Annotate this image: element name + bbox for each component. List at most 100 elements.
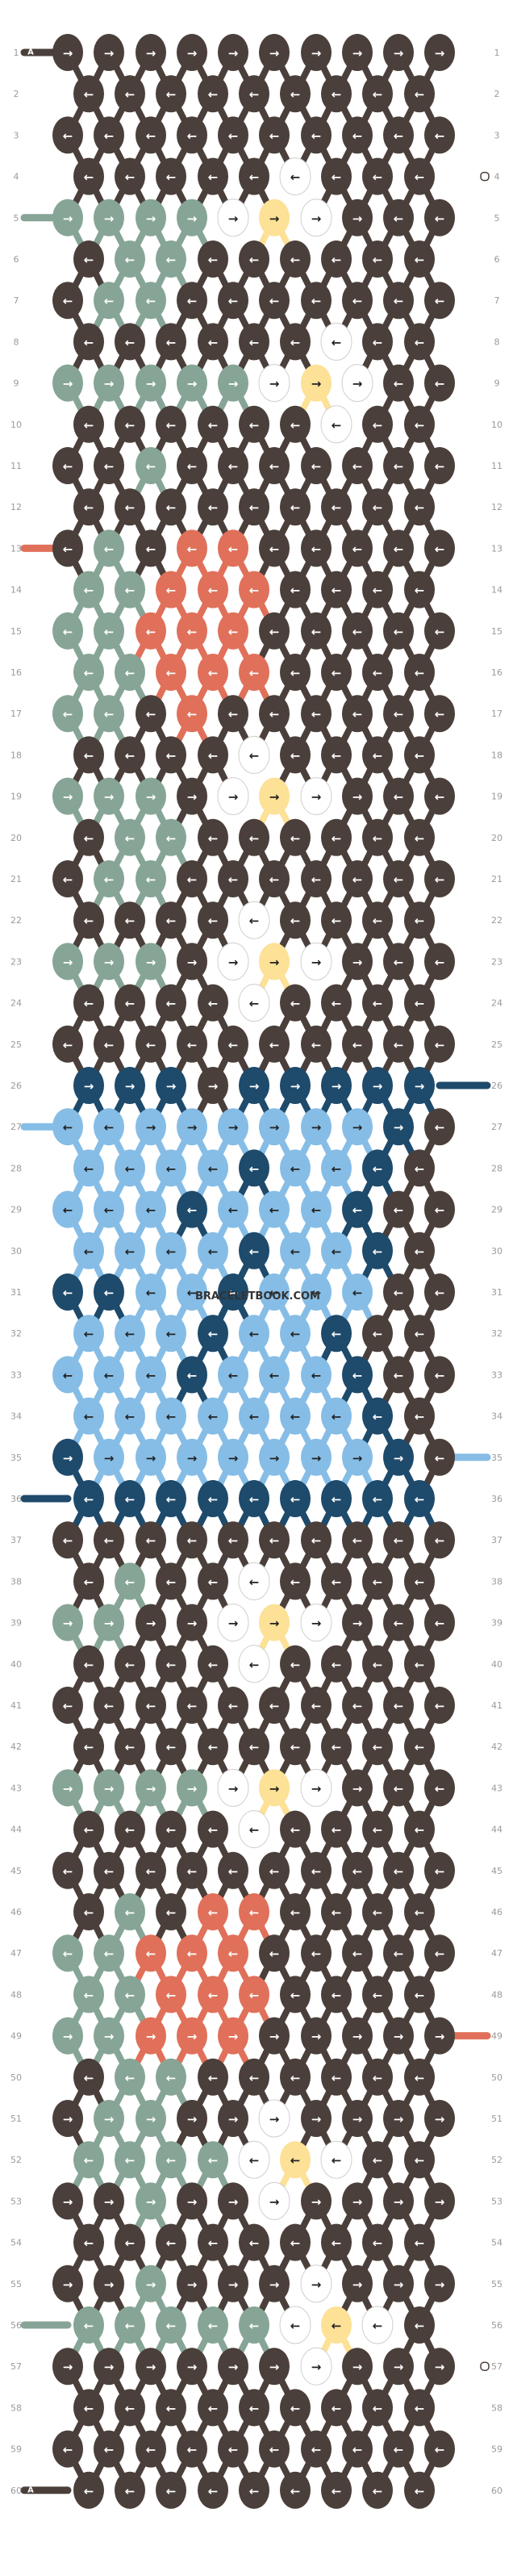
arrow-left-icon: ← [352,1699,363,1713]
arrow-left-icon: ← [166,583,177,598]
knot [94,2017,124,2055]
arrow-left-icon: ← [352,1864,363,1879]
arrow-left-icon: ← [311,1947,322,1961]
knot [177,2017,207,2055]
right-strand-tip [480,171,490,182]
knot [259,447,290,484]
knot [94,364,124,402]
arrow-left-icon: ← [332,2484,342,2499]
knot [136,2264,166,2302]
row-number-left: 34 [10,1411,22,1422]
knot [321,571,352,608]
arrow-right-icon: → [228,955,239,969]
arrow-left-icon: ← [125,2071,136,2085]
arrow-left-icon: ← [373,1327,383,1341]
knot [115,818,145,856]
row-number-right: 59 [491,2444,503,2455]
knot [239,818,269,856]
knot [342,2430,373,2468]
arrow-right-icon: → [104,1616,115,1631]
arrow-left-icon: ← [415,87,425,102]
knot [362,1315,393,1353]
knot [280,1480,311,1517]
knot [136,2182,166,2220]
arrow-right-icon: → [63,377,73,391]
arrow-left-icon: ← [394,955,404,969]
arrow-right-icon: → [269,1616,280,1631]
knot [52,695,83,733]
arrow-left-icon: ← [187,1286,198,1300]
knot [198,818,228,856]
knot [259,1851,290,1889]
knot [321,157,352,195]
knot [198,1562,228,1600]
arrow-left-icon: ← [352,1368,363,1382]
knot [404,405,435,443]
arrow-left-icon: ← [84,831,94,846]
row-number-left: 17 [10,709,22,719]
arrow-left-icon: ← [394,2443,404,2457]
arrow-left-icon: ← [249,1492,260,1507]
knot [52,1521,83,1559]
arrow-left-icon: ← [332,1492,342,1507]
knot [73,736,104,774]
arrow-right-icon: → [104,46,115,61]
arrow-left-icon: ← [166,2071,177,2085]
knot [321,901,352,939]
knot [198,1480,228,1517]
knot [198,984,228,1022]
knot [259,860,290,897]
arrow-left-icon: ← [84,1988,94,2002]
arrow-left-icon: ← [166,748,177,763]
row-number-left: 58 [10,2402,22,2413]
arrow-right-icon: → [63,211,73,226]
arrow-left-icon: ← [104,1699,115,1713]
knot [136,695,166,733]
knot [156,1810,186,1848]
arrow-left-icon: ← [187,1947,198,1961]
row-number-right: 49 [491,2031,503,2042]
arrow-left-icon: ← [332,997,342,1011]
knot [156,240,186,278]
arrow-left-icon: ← [394,1533,404,1548]
arrow-left-icon: ← [104,459,115,474]
knot [156,323,186,361]
row-number-right: 35 [491,1453,503,1463]
arrow-right-icon: → [228,1120,239,1135]
knot [177,777,207,815]
knot [136,447,166,484]
knot [156,984,186,1022]
knot [259,199,290,236]
arrow-left-icon: ← [166,1161,177,1176]
knot [52,2182,83,2220]
knot [94,612,124,650]
arrow-right-icon: → [146,46,156,61]
arrow-left-icon: ← [249,2401,260,2415]
row-number-right: 18 [491,750,503,760]
knot [156,1397,186,1435]
knot [383,1769,414,1807]
knot [342,1934,373,1972]
arrow-left-icon: ← [146,1038,156,1052]
arrow-left-icon: ← [208,1823,219,1838]
knot [136,529,166,567]
knot [362,1232,393,1269]
knot [94,1356,124,1394]
knot [177,1108,207,1146]
row-number-right: 28 [491,1163,503,1173]
row-number-right: 57 [491,2361,503,2372]
knot [383,116,414,154]
knot [136,860,166,897]
arrow-right-icon: → [146,1451,156,1466]
knot [362,2058,393,2096]
knot [362,2389,393,2427]
knot [94,2100,124,2137]
arrow-left-icon: ← [352,459,363,474]
row-number-left: 56 [10,2320,22,2331]
knot [156,1728,186,1766]
knot [177,1687,207,1724]
knot [136,282,166,320]
knot [73,2058,104,2096]
row-number-right: 40 [491,1659,503,1670]
